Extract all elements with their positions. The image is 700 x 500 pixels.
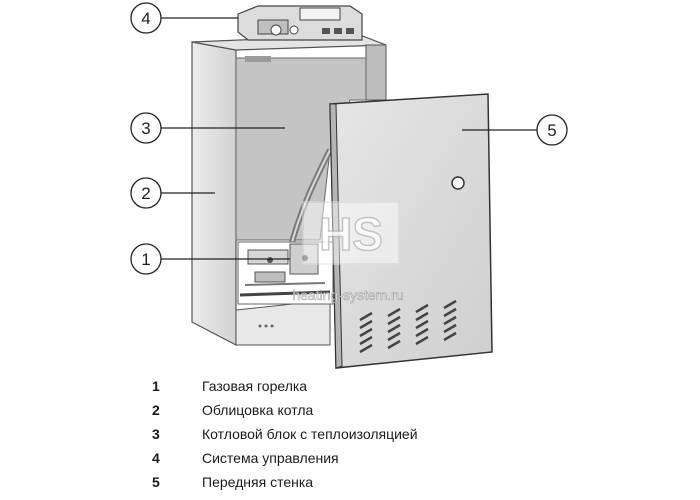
callout-4: 4 [130,2,238,34]
legend-label: Облицовка котла [202,402,314,418]
legend-number: 1 [152,378,160,394]
legend-label: Котловой блок с теплоизоляцией [202,426,418,442]
callout-2: 2 [130,177,215,209]
legend-number: 4 [152,450,160,466]
control-system [237,5,363,41]
legend-item: 3 Котловой блок с теплоизоляцией [0,426,700,448]
legend-item: 2 Облицовка котла [0,402,700,424]
legend-number: 2 [152,402,160,418]
legend-item: 4 Система управления [0,450,700,472]
callout-1: 1 [130,243,290,275]
callout-1-number: 1 [141,250,150,269]
legend-number: 3 [152,426,160,442]
callout-5-number: 5 [547,121,556,140]
watermark-site: heating-system.ru [292,287,403,303]
legend-item: 1 Газовая горелка [0,378,700,400]
door-vent-slots [359,299,457,354]
legend-number: 5 [152,474,160,490]
legend-label: Передняя стенка [202,474,314,490]
front-door [329,93,493,369]
callout-3: 3 [130,112,285,144]
callout-2-number: 2 [141,184,150,203]
legend-label: Газовая горелка [202,378,308,394]
gas-burner [237,241,334,305]
callout-4-number: 4 [141,9,150,28]
callout-3-number: 3 [141,119,150,138]
watermark-logo: HS [319,208,383,260]
legend-item: 5 Передняя стенка [0,474,700,496]
callout-5: 5 [462,114,568,146]
legend-label: Система управления [202,450,339,466]
watermark: HS heating-system.ru [292,201,404,303]
